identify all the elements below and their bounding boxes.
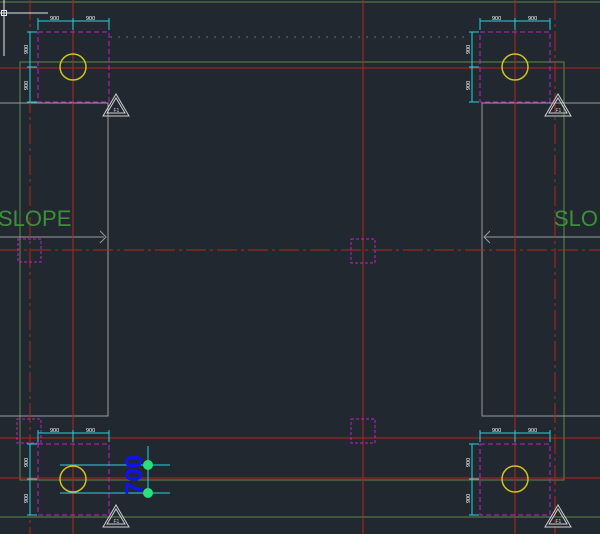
crosshair-cursor-icon <box>0 0 48 56</box>
dim-bl-v1: 900 <box>24 458 30 467</box>
wall-outlines <box>0 36 600 417</box>
dim-tl-h1: 900 <box>50 16 59 22</box>
dim-br-h2: 900 <box>528 428 537 434</box>
outer-boundary <box>0 1 600 518</box>
dim-tl-v2: 900 <box>24 81 30 90</box>
dim-tl-h2: 900 <box>86 16 95 22</box>
dim-br-v2: 900 <box>466 494 472 503</box>
dim-tr-h1: 900 <box>492 16 501 22</box>
dimension-grip-top[interactable] <box>143 460 153 470</box>
slope-label-right: SLO <box>554 206 598 231</box>
footing-bottom-left[interactable] <box>37 443 130 528</box>
dimension-700-label[interactable]: 700 <box>121 455 148 495</box>
dim-tr-v2: 900 <box>466 81 472 90</box>
footing-top-left[interactable] <box>37 31 130 117</box>
footing-mark-tl: F1 <box>114 108 120 114</box>
footing-bottom-right[interactable] <box>479 443 572 528</box>
slope-label-left: SLOPE <box>0 206 71 231</box>
footing-mark-br: F1 <box>556 519 562 525</box>
footing-mark-tr: F1 <box>556 108 562 114</box>
footing-mark-bl: F1 <box>114 519 120 525</box>
dim-tr-v1: 900 <box>466 45 472 54</box>
dim-bl-v2: 900 <box>24 494 30 503</box>
dim-tl-v1: 900 <box>24 45 30 54</box>
dimension-grip-bottom[interactable] <box>143 488 153 498</box>
dim-bl-h1: 900 <box>50 428 59 434</box>
column-markers <box>16 238 376 444</box>
dimension-texts: 900 900 900 900 900 900 900 900 900 900 … <box>24 16 537 503</box>
footing-top-right[interactable] <box>479 31 572 117</box>
dim-br-h1: 900 <box>492 428 501 434</box>
dim-br-v1: 900 <box>466 458 472 467</box>
dim-bl-h2: 900 <box>86 428 95 434</box>
dim-tr-h2: 900 <box>528 16 537 22</box>
